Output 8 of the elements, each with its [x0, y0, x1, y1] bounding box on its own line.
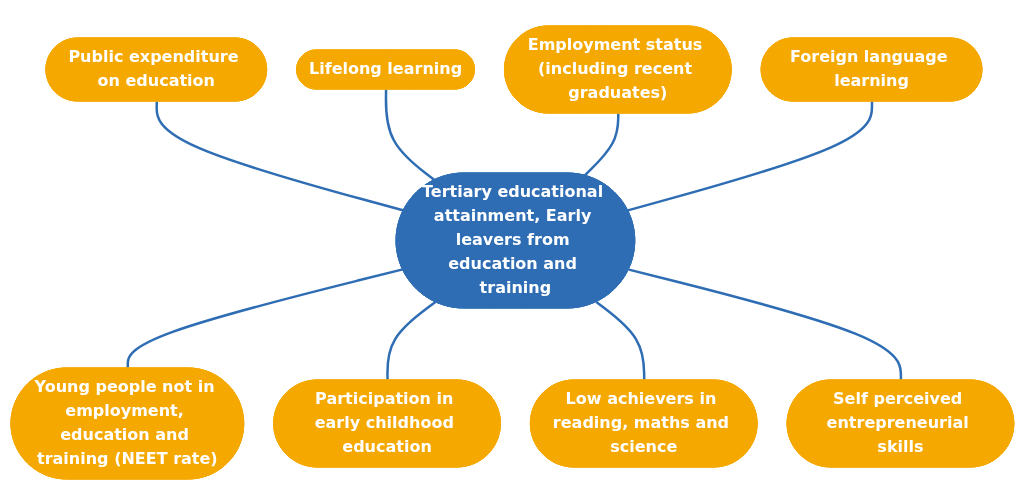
connector	[384, 89, 436, 181]
connector	[155, 101, 405, 212]
connector	[386, 300, 437, 380]
connector	[595, 300, 646, 380]
connector	[126, 267, 404, 368]
connector	[628, 267, 903, 380]
connector	[627, 101, 874, 212]
connector	[583, 112, 620, 177]
